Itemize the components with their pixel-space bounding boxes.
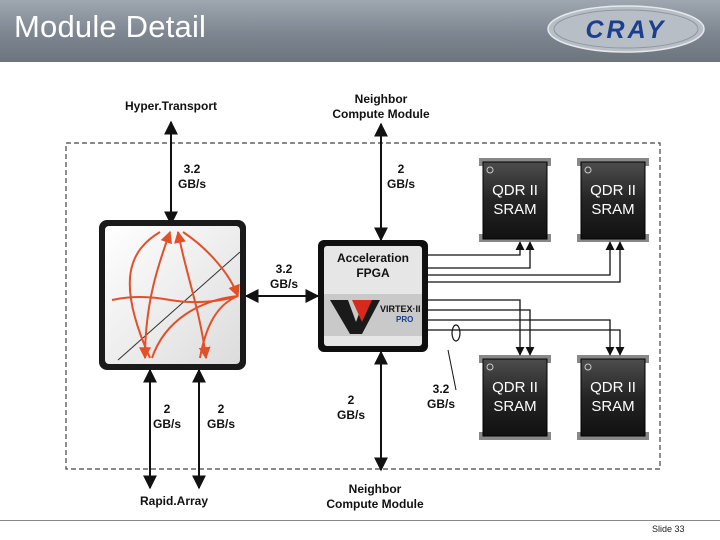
qdr-2-line1: QDR II [590, 182, 636, 199]
qdr-chip-3 [479, 355, 551, 440]
bw-fpga-right-value: 3.2 [432, 382, 450, 396]
neighbor-bottom-line1: Neighbor [348, 482, 402, 496]
header-bar: Module Detail CRAY [0, 0, 720, 62]
qdr-4-line2: SRAM [591, 398, 635, 415]
bw-ht-value: 3.2 [183, 162, 201, 176]
bw-left-a-unit: GB/s [152, 417, 181, 431]
neighbor-top-label: Neighbor Compute Module [310, 92, 452, 122]
qdr-label-3: QDR II SRAM [470, 378, 560, 416]
bw-link-label: 3.2 GB/s [260, 262, 308, 292]
qdr-1-line1: QDR II [492, 182, 538, 199]
bw-left-b-unit: GB/s [206, 417, 235, 431]
bw-fpga-down-value: 2 [347, 393, 355, 407]
fpga-logo-text: VIRTEX·II [380, 304, 421, 314]
bw-top-right-value: 2 [397, 162, 405, 176]
bw-left-a-value: 2 [163, 402, 171, 416]
module-boundary [65, 142, 661, 470]
bw-left-b-label: 2 GB/s [198, 402, 244, 432]
bw-fpga-right-label: 3.2 GB/s [418, 382, 464, 412]
bw-fpga-down-label: 2 GB/s [328, 393, 374, 423]
bw-left-a-label: 2 GB/s [144, 402, 190, 432]
fpga-label-line2: FPGA [356, 266, 390, 280]
fpga-label-line1: Acceleration [336, 251, 410, 265]
neighbor-top-line1: Neighbor [354, 92, 408, 106]
fpga-label: Acceleration FPGA [318, 251, 428, 281]
qdr-label-4: QDR II SRAM [568, 378, 658, 416]
fpga-qdr-bus [428, 241, 625, 356]
bw-fpga-down-unit: GB/s [336, 408, 365, 422]
qdr-chip-2 [577, 158, 649, 242]
bw-fpga-right-unit: GB/s [426, 397, 455, 411]
qdr-2-line2: SRAM [591, 201, 635, 218]
neighbor-top-line2: Compute Module [332, 107, 430, 121]
rapidarray-label: Rapid.Array [139, 494, 209, 508]
slide-title: Module Detail [14, 9, 207, 44]
bw-link-unit: GB/s [269, 277, 298, 291]
bw-top-right-unit: GB/s [386, 177, 415, 191]
bus-bundle-marker [451, 324, 461, 342]
hypertransport-label: Hyper.Transport [124, 99, 218, 113]
qdr-label-2: QDR II SRAM [568, 181, 658, 219]
qdr-3-line2: SRAM [493, 398, 537, 415]
bw-top-right-label: 2 GB/s [380, 162, 422, 192]
qdr-4-line1: QDR II [590, 379, 636, 396]
neighbor-bottom-label: Neighbor Compute Module [300, 482, 450, 512]
neighbor-bottom-line2: Compute Module [326, 497, 424, 511]
bw-ht-unit: GB/s [177, 177, 206, 191]
qdr-3-line1: QDR II [492, 379, 538, 396]
router-crossbar [111, 230, 240, 360]
bw-ht-label: 3.2 GB/s [168, 162, 216, 192]
qdr-chips [479, 158, 649, 440]
bw-link-value: 3.2 [275, 262, 293, 276]
cray-logo-text: CRAY [586, 16, 667, 44]
qdr-1-line2: SRAM [493, 201, 537, 218]
bw-left-b-value: 2 [217, 402, 225, 416]
qdr-chip-4 [577, 355, 649, 440]
qdr-label-1: QDR II SRAM [470, 181, 560, 219]
qdr-chip-1 [479, 158, 551, 242]
slide-number: Slide 33 [652, 524, 685, 534]
footer-divider [0, 520, 720, 521]
fpga-logo-sub: PRO [396, 315, 413, 324]
cray-logo: CRAY [546, 4, 706, 54]
